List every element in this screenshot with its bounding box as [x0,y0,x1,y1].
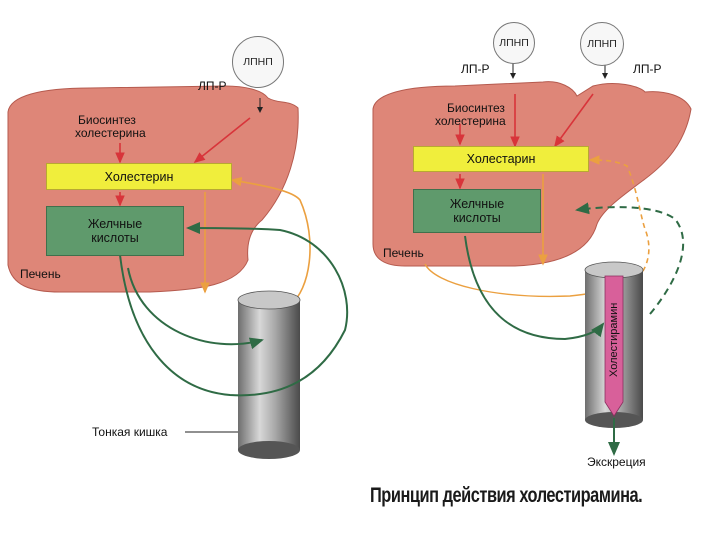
bile-acids-label-line1: Желчные [87,217,143,231]
ldl-circle-1: ЛПНП [493,22,535,64]
biosynthesis-label-line2: холестерина [75,126,146,140]
ldl-label: ЛПНП [243,56,273,68]
biosynthesis-label-line1: Биосинтез [78,113,136,127]
ldl-label-1: ЛПНП [499,37,529,49]
cholesterol-lower-path [424,263,606,298]
bile-acids-box: Желчные кислоты [413,189,541,233]
ldl-label-2: ЛПНП [587,38,617,50]
right-diagram-graphics [372,58,692,456]
cholesterol-return-arrow [588,155,650,290]
ldl-uptake-arrow [193,117,251,163]
figure-caption: Принцип действия холестирамина. [370,484,643,507]
biosynthesis-label-line2: холестерина [435,114,506,128]
cholesterol-box: Холестерин [46,163,232,190]
ldl-circle: ЛПНП [232,36,284,88]
liver-label: Печень [383,246,424,260]
enterohepatic-loop [119,222,349,397]
small-intestine-cylinder [237,290,301,459]
left-diagram-panel: ЛПНП ЛП-Р Биосинтез холестерина Холестер… [0,0,352,465]
right-diagram-panel: ЛПНП ЛПНП ЛП-Р ЛП-Р Биосинтез холестерин… [365,14,720,474]
ldl-circle-2: ЛПНП [580,22,624,66]
bile-acids-label-line2: кислоты [453,211,501,225]
bile-acids-box: Желчные кислоты [46,206,184,256]
cholesterol-box: Холестарин [413,146,589,172]
liver-shape [372,81,692,267]
receptor-label-1: ЛП-Р [461,62,490,76]
bile-to-intestine-arrow [464,235,605,341]
receptor-label: ЛП-Р [198,79,227,93]
excretion-label: Экскреция [587,455,646,469]
cholesterol-return-arrow [230,176,311,306]
liver-label: Печень [20,267,61,281]
bile-acids-label-line2: кислоты [91,231,139,245]
ldl-uptake-arrow-2 [554,93,594,148]
cholesterol-label: Холестерин [104,169,174,184]
cholestyramine-label: Холестирамин [608,302,620,377]
cholestyramine-column [604,275,624,417]
biosynthesis-label-line1: Биосинтез [447,101,505,115]
cholesterol-label: Холестарин [466,152,536,166]
receptor-label-2: ЛП-Р [633,62,662,76]
bile-to-intestine-arrow [127,267,264,350]
small-intestine-label: Тонкая кишка [92,425,168,439]
bile-acids-label-line1: Желчные [449,197,505,211]
